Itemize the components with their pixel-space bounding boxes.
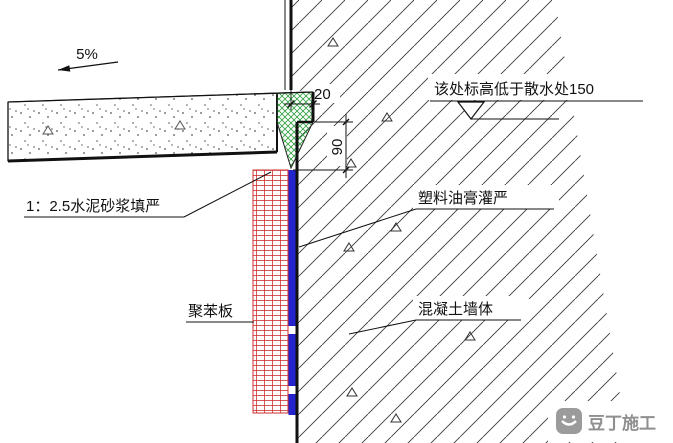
logo-eye <box>562 415 567 419</box>
dim-90-backing <box>327 126 347 166</box>
aggregate-triangle <box>390 222 402 232</box>
wall-note-backing <box>413 296 529 320</box>
aggregate-triangle <box>346 387 358 397</box>
polystyrene-note-label: 聚苯板 <box>188 302 233 320</box>
elevation-symbol-icon <box>456 101 486 120</box>
aggregate-triangles <box>327 37 476 423</box>
aggregate-triangle <box>464 331 476 341</box>
slope-arrowhead-icon <box>58 65 71 72</box>
wall-note-leader <box>348 319 417 335</box>
sealant-note-label: 塑料油膏灌严 <box>418 190 508 207</box>
aggregate-triangle <box>327 37 339 47</box>
wall-note-label: 混凝土墙体 <box>418 301 493 318</box>
watermark-label: 豆丁施工 <box>588 413 656 433</box>
sealant-strip-segment <box>288 170 297 326</box>
sealant-note-leader <box>298 208 417 248</box>
sealant-note-backing <box>413 185 559 209</box>
douding-logo-icon <box>556 408 582 434</box>
dim-20-tick <box>287 100 295 108</box>
aggregate-triangle <box>381 112 393 122</box>
dim-20-tick <box>309 100 317 108</box>
logo-smile <box>561 420 577 426</box>
mortar-note-leader <box>183 171 272 218</box>
aggregate-triangle <box>343 242 355 252</box>
aggregate-triangle <box>42 125 54 135</box>
logo-eye <box>571 415 576 419</box>
dim-90-label: 90 <box>329 139 346 156</box>
dim-90-tick <box>342 118 350 126</box>
slope-label: 5% <box>76 46 98 63</box>
dim-20-backing <box>311 84 340 103</box>
apron-surface-line <box>7 91 314 103</box>
mortar-note-label: 1：2.5水泥砂浆填严 <box>26 197 160 215</box>
aggregate-triangle <box>390 413 402 423</box>
sealant-strip-segment <box>288 334 297 386</box>
dim-20-label: 20 <box>314 86 331 103</box>
aggregate-triangle <box>345 158 357 168</box>
elevation-note-backing <box>428 74 650 100</box>
sealant-strip-segment <box>288 394 297 415</box>
polystyrene-board <box>252 169 289 414</box>
elevation-note-label: 该处标高低于散水处150 <box>434 81 594 98</box>
apron-bottom-edge <box>7 150 278 163</box>
concrete-wall-hatch-region <box>291 0 628 443</box>
watermark: 豆丁施工 <box>556 408 656 434</box>
dim-90-tick <box>342 166 350 174</box>
aggregate-triangle <box>174 120 186 130</box>
